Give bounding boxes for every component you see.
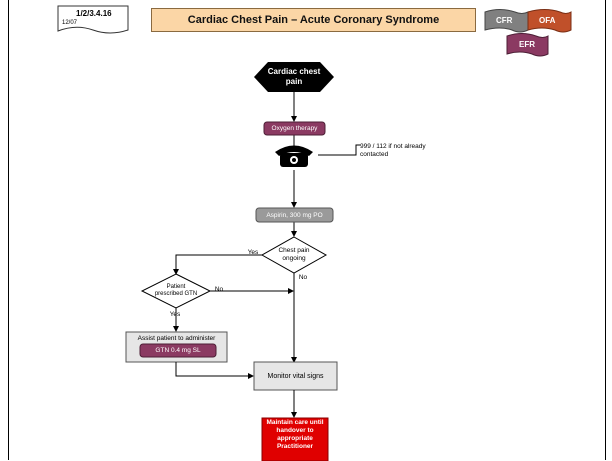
decision-gtn-label: Patient prescribed GTN <box>154 283 198 298</box>
maintain-label: Maintain care until handover to appropri… <box>266 419 324 450</box>
gtn-dose-shape <box>139 343 217 358</box>
doc-code: 1/2/3.4.16 <box>76 9 112 18</box>
badge-cfr: CFR <box>496 16 513 25</box>
aspirin-box-shape <box>255 207 334 223</box>
monitor-label: Monitor vital signs <box>267 372 324 380</box>
connector <box>173 254 262 275</box>
badge-efr: EFR <box>519 40 535 49</box>
badge-ofa-shape <box>527 9 572 33</box>
telephone-icon <box>275 145 313 167</box>
aspirin-label: Aspirin, 300 mg PO <box>266 211 323 219</box>
yes-label-1: Yes <box>247 249 259 256</box>
page-title: Cardiac Chest Pain – Acute Coronary Synd… <box>151 8 476 32</box>
maintain-box-shape <box>261 417 329 461</box>
connector <box>175 362 254 379</box>
start-label: Cardiac chest pain <box>267 67 321 86</box>
badge-ofa: OFA <box>539 16 556 25</box>
monitor-box-shape <box>253 361 338 391</box>
call-note: 999 / 112 if not already contacted <box>360 143 426 158</box>
oxygen-label: Oxygen therapy <box>271 125 318 132</box>
start-hexagon <box>254 62 334 92</box>
yes-label-2: Yes <box>169 311 181 318</box>
page-frame <box>8 0 606 460</box>
doc-date: 12/07 <box>62 20 78 26</box>
doc-tag-shape <box>57 5 129 34</box>
badge-efr-shape <box>506 33 549 57</box>
doc-tag: 1/2/3.4.16 12/07 <box>56 6 130 32</box>
gtn-dose-label: GTN 0.4 mg SL <box>155 347 201 354</box>
connector <box>318 144 360 156</box>
no-label-1: No <box>298 274 308 281</box>
no-label-2: No <box>214 286 224 293</box>
assist-label: Assist patient to administer <box>137 334 216 342</box>
oxygen-box-shape <box>263 121 326 136</box>
decision-pain-label: Chest pain ongoing <box>278 247 310 262</box>
